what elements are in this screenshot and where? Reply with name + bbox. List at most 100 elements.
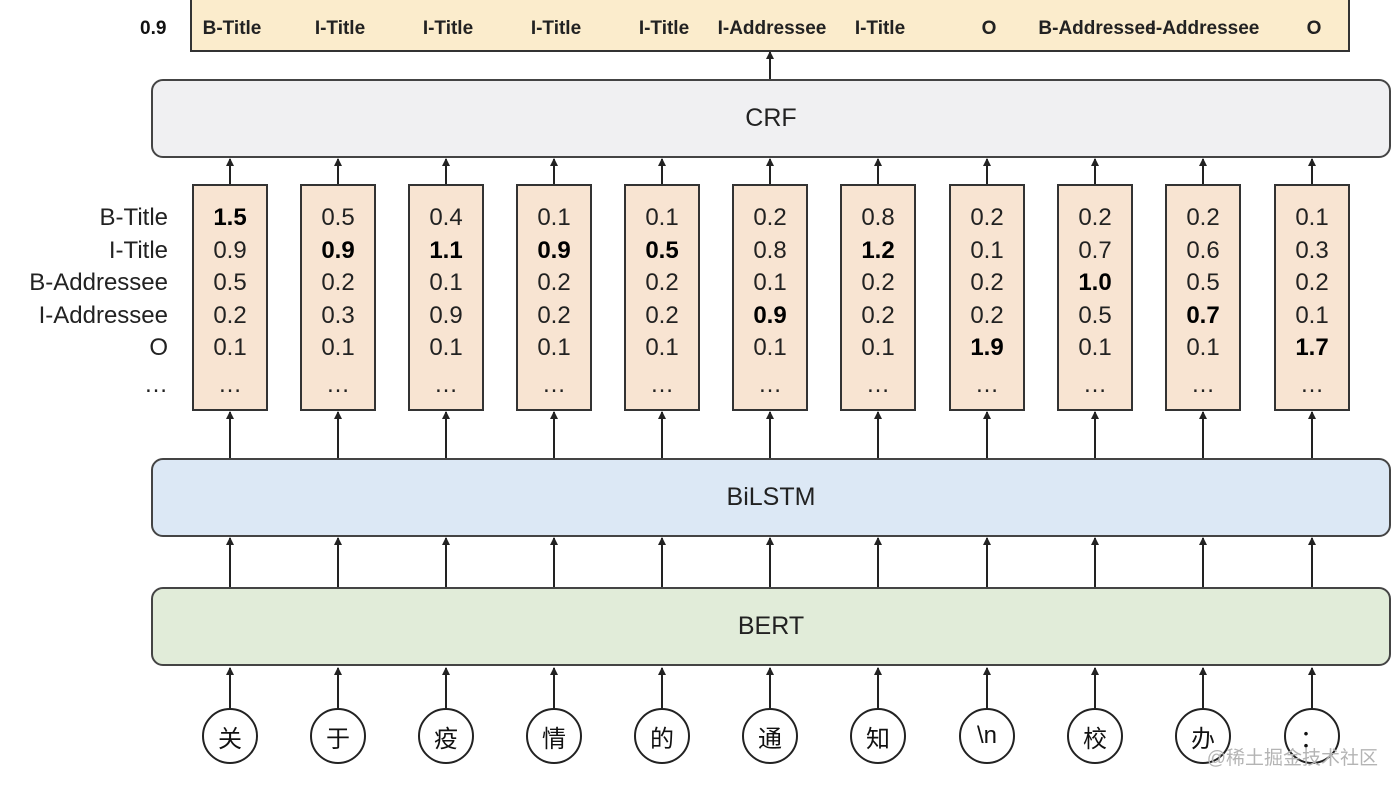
score-value: 0.1 bbox=[537, 204, 571, 231]
max-score-value: 1.2 bbox=[861, 237, 895, 264]
bert-label: BERT bbox=[737, 612, 805, 640]
score-value: 0.1 bbox=[429, 269, 463, 296]
bilstm-label: BiLSTM bbox=[726, 483, 816, 511]
max-score-value: 0.9 bbox=[321, 237, 355, 264]
max-score-value: 0.7 bbox=[1186, 302, 1220, 329]
score-value: 0.3 bbox=[1295, 237, 1329, 264]
score-value: … bbox=[650, 371, 674, 398]
row-label: I-Addressee bbox=[38, 302, 168, 329]
score-value: … bbox=[326, 371, 350, 398]
max-score-value: 0.5 bbox=[645, 237, 679, 264]
score-value: … bbox=[434, 371, 458, 398]
input-token: 疫 bbox=[418, 708, 474, 764]
score-value: 0.2 bbox=[645, 269, 679, 296]
score-value: 0.1 bbox=[861, 334, 895, 361]
max-score-value: 0.9 bbox=[537, 237, 571, 264]
input-token: 知 bbox=[850, 708, 906, 764]
score-value: … bbox=[542, 371, 566, 398]
score-value: 0.2 bbox=[970, 269, 1004, 296]
output-tag: B-Addressee bbox=[1038, 18, 1156, 39]
row-label: … bbox=[144, 371, 168, 398]
input-token: ： bbox=[1284, 708, 1340, 764]
output-tag: B-Title bbox=[202, 18, 262, 39]
score-column: 0.1 0.9 0.2 0.2 0.1 … bbox=[516, 184, 592, 411]
output-tag: I-Title bbox=[854, 18, 906, 39]
score-value: 0.1 bbox=[1078, 334, 1112, 361]
score-value: 0.2 bbox=[537, 302, 571, 329]
bilstm-layer: BiLSTM bbox=[151, 458, 1391, 537]
max-score-value: 1.5 bbox=[213, 204, 247, 231]
score-value: 0.2 bbox=[753, 204, 787, 231]
score-value: 0.1 bbox=[753, 269, 787, 296]
score-value: 0.1 bbox=[213, 334, 247, 361]
score-value: 0.6 bbox=[1186, 237, 1220, 264]
output-tag: I-Title bbox=[530, 18, 582, 39]
input-token: 情 bbox=[526, 708, 582, 764]
output-tag: I-Addressee bbox=[1150, 18, 1260, 39]
score-value: 0.2 bbox=[321, 269, 355, 296]
sequence-score: 0.9 bbox=[140, 18, 167, 39]
max-score-value: 1.0 bbox=[1078, 269, 1112, 296]
score-column: 0.8 1.2 0.2 0.2 0.1 … bbox=[840, 184, 916, 411]
output-tag: I-Title bbox=[422, 18, 474, 39]
output-tag: I-Title bbox=[638, 18, 690, 39]
score-value: 0.1 bbox=[1295, 204, 1329, 231]
score-value: 0.1 bbox=[537, 334, 571, 361]
input-token: 的 bbox=[634, 708, 690, 764]
row-label: I-Title bbox=[108, 237, 168, 264]
score-value: 0.8 bbox=[861, 204, 895, 231]
score-value: 0.2 bbox=[213, 302, 247, 329]
max-score-value: 1.9 bbox=[970, 334, 1004, 361]
score-value: 0.1 bbox=[321, 334, 355, 361]
output-tag: I-Title bbox=[314, 18, 366, 39]
score-value: 0.7 bbox=[1078, 237, 1112, 264]
crf-layer: CRF bbox=[151, 79, 1391, 158]
score-value: 0.2 bbox=[861, 269, 895, 296]
input-token: \n bbox=[959, 708, 1015, 764]
score-value: 0.1 bbox=[429, 334, 463, 361]
score-value: … bbox=[1191, 371, 1215, 398]
input-token: 校 bbox=[1067, 708, 1123, 764]
score-value: … bbox=[1300, 371, 1324, 398]
output-tag-sequence: B-Title I-Title I-Title I-Title I-Title I-Add… bbox=[190, 0, 1350, 52]
watermark: @稀土掘金技术社区 bbox=[1206, 748, 1378, 769]
input-token: 于 bbox=[310, 708, 366, 764]
score-value: 0.2 bbox=[645, 302, 679, 329]
output-tag: O bbox=[981, 18, 997, 39]
score-value: 0.5 bbox=[213, 269, 247, 296]
score-value: 0.5 bbox=[1186, 269, 1220, 296]
score-value: … bbox=[975, 371, 999, 398]
crf-label: CRF bbox=[745, 104, 797, 132]
score-value: … bbox=[758, 371, 782, 398]
input-token: 关 bbox=[202, 708, 258, 764]
score-value: 0.1 bbox=[1186, 334, 1220, 361]
score-value: 0.2 bbox=[970, 302, 1004, 329]
score-value: 0.2 bbox=[537, 269, 571, 296]
score-value: 0.1 bbox=[753, 334, 787, 361]
score-value: 0.4 bbox=[429, 204, 463, 231]
score-value: 0.2 bbox=[861, 302, 895, 329]
row-label: B-Addressee bbox=[29, 269, 168, 296]
input-token: 办 bbox=[1175, 708, 1231, 764]
max-score-value: 1.7 bbox=[1295, 334, 1329, 361]
score-value: 0.5 bbox=[1078, 302, 1112, 329]
output-tag: I-Addressee bbox=[717, 18, 827, 39]
score-value: 0.8 bbox=[753, 237, 787, 264]
score-value: … bbox=[866, 371, 890, 398]
max-score-value: 1.1 bbox=[429, 237, 463, 264]
score-value: 0.2 bbox=[970, 204, 1004, 231]
score-value: 0.3 bbox=[321, 302, 355, 329]
bert-layer: BERT bbox=[151, 587, 1391, 666]
max-score-value: 0.9 bbox=[753, 302, 787, 329]
score-column: 0.2 0.8 0.1 0.9 0.1 … bbox=[732, 184, 808, 411]
score-value: 0.1 bbox=[645, 204, 679, 231]
score-value: 0.2 bbox=[1295, 269, 1329, 296]
